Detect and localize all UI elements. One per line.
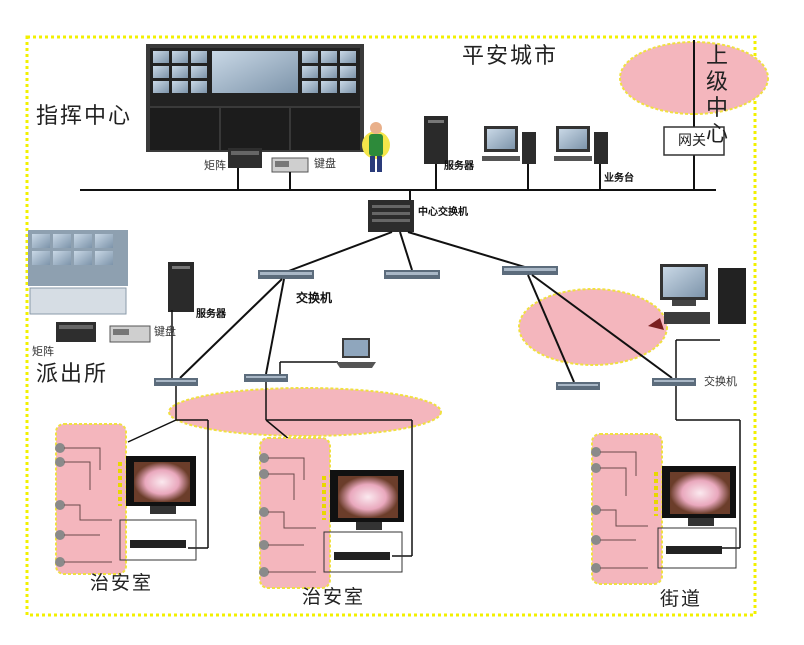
- street-switch-2: [652, 378, 696, 386]
- command-center-label: 指挥中心: [36, 104, 133, 129]
- site-1-label: 治安室: [90, 572, 154, 594]
- street-switch-label: 交换机: [704, 375, 737, 388]
- street-links-highlight: [518, 288, 668, 366]
- command-server-label: 服务器: [444, 161, 474, 172]
- workstation-1: [482, 126, 536, 164]
- police-matrix-device: [56, 322, 96, 342]
- operator-figure: [362, 122, 390, 172]
- outer-frame: [25, 35, 757, 617]
- police-keyboard-label: 键盘: [154, 325, 176, 338]
- police-station-label: 派出所: [36, 362, 109, 387]
- site-2-label: 治安室: [302, 586, 366, 608]
- workstation-label: 业务台: [604, 173, 634, 184]
- police-server-label: 服务器: [196, 309, 226, 320]
- switch-mid: [384, 270, 440, 279]
- command-keyboard-label: 键盘: [314, 157, 336, 170]
- workstation-2: [554, 126, 608, 164]
- core-switch-device: [368, 200, 414, 232]
- police-video-wall: [28, 230, 128, 315]
- police-server: [168, 262, 194, 312]
- access-switch-1: [154, 378, 198, 386]
- police-matrix-label: 矩阵: [32, 345, 54, 358]
- site-3: [591, 433, 737, 585]
- site-3-label: 街道: [660, 588, 703, 610]
- command-matrix-label: 矩阵: [204, 159, 226, 172]
- police-keyboard-device: [109, 325, 151, 343]
- access-switch-2: [244, 374, 288, 382]
- site-2: [259, 437, 404, 589]
- video-wall-image: [146, 44, 364, 152]
- command-keyboard-device: [271, 157, 309, 173]
- switch-left: [258, 270, 314, 279]
- laptop: [336, 338, 376, 368]
- gateway-box: [663, 126, 725, 156]
- switch-label: 交换机: [296, 291, 333, 305]
- street-workstation: [648, 264, 746, 330]
- police-links-highlight: [168, 387, 442, 437]
- switch-right: [502, 266, 558, 275]
- site-1: [55, 423, 197, 575]
- upper-center-label: 上级中心: [706, 44, 731, 147]
- gateway-label: 网关: [678, 133, 706, 149]
- command-matrix-device: [228, 148, 262, 168]
- street-switch-1: [556, 382, 600, 390]
- diagram-title: 平安城市: [462, 44, 559, 69]
- core-switch-label: 中心交换机: [418, 207, 468, 218]
- command-server: [424, 116, 448, 164]
